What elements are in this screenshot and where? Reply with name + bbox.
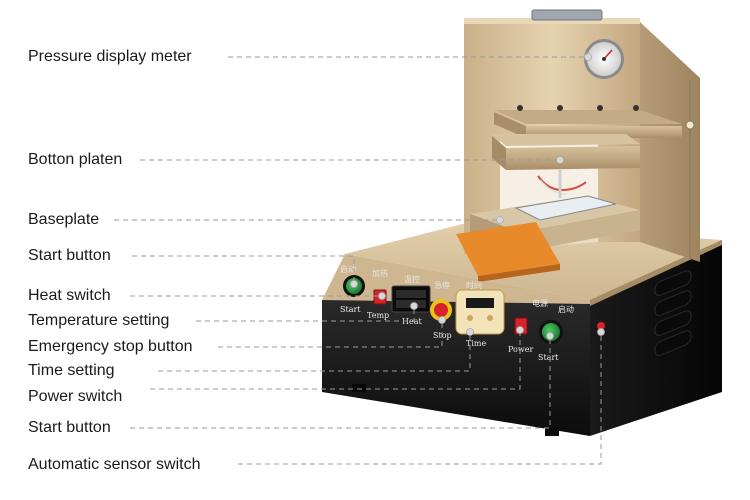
baseplate-fixture — [456, 170, 640, 282]
pressure-gauge — [584, 39, 624, 79]
emergency-stop-cap[interactable] — [434, 303, 448, 317]
callout-start-button-left: Start button — [28, 247, 111, 264]
time-relay[interactable] — [455, 289, 505, 335]
panel-cn-start-right: 启动 — [558, 304, 574, 314]
panel-cn-time: 时间 — [466, 280, 482, 290]
callout-emergency-stop-button: Emergency stop button — [28, 338, 193, 355]
callout-botton-platen: Botton platen — [28, 151, 123, 168]
panel-label-temp: Temp — [367, 311, 389, 320]
callout-temperature-setting: Temperature setting — [28, 312, 170, 329]
upper-platen — [494, 105, 682, 138]
panel-cn-start-left: 启动 — [340, 264, 356, 274]
panel-label-time: Time — [466, 339, 486, 348]
callout-time-setting: Time setting — [28, 362, 115, 379]
callout-power-switch: Power switch — [28, 388, 123, 405]
side-vents — [654, 270, 692, 356]
panel-cn-stop: 急停 — [434, 280, 450, 290]
panel-cn-power: 电源 — [532, 298, 548, 308]
panel-label-start-right: Start — [538, 353, 559, 362]
panel-cn-heat: 加热 — [372, 268, 388, 278]
panel-label-power: Power — [508, 345, 533, 354]
callout-pressure-display-meter: Pressure display meter — [28, 48, 192, 65]
callout-baseplate: Baseplate — [28, 211, 100, 228]
automatic-sensor[interactable] — [597, 322, 605, 330]
leader-lines — [114, 53, 605, 465]
callout-heat-switch: Heat switch — [28, 287, 111, 304]
botton-platen — [492, 134, 640, 170]
callout-automatic-sensor-switch: Automatic sensor switch — [28, 456, 201, 473]
callout-start-button-right: Start button — [28, 419, 111, 436]
panel-cn-temp: 温控 — [404, 274, 420, 284]
panel-label-start-left: Start — [340, 305, 361, 314]
